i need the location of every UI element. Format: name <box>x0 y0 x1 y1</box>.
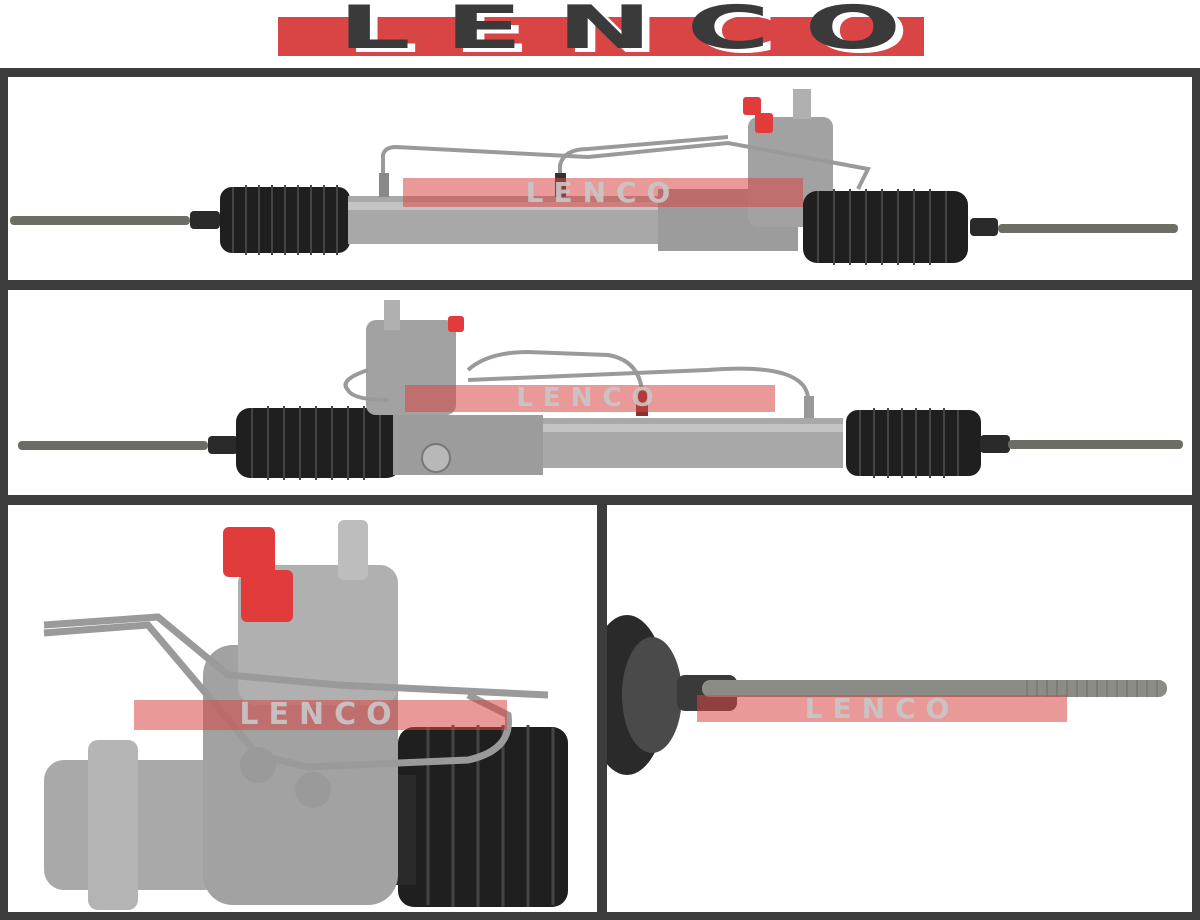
brand-logo: LENCO <box>278 0 924 63</box>
panel-detail-tie-rod: LENCO <box>607 505 1192 912</box>
watermark: LENCO <box>697 695 1067 723</box>
image-frame: LENCO <box>0 68 1200 920</box>
watermark: LENCO <box>134 700 507 730</box>
panel-full-view-rear: LENCO <box>8 290 1192 495</box>
watermark: LENCO <box>403 178 803 207</box>
brand-logo-text: LENCO <box>338 0 936 63</box>
panel-full-view-top: LENCO <box>8 77 1192 280</box>
pinion-housing-illustration <box>43 520 568 910</box>
tie-rod-illustration <box>607 615 1167 775</box>
brand-logo-bar <box>278 17 924 56</box>
panel-detail-pinion: LENCO <box>8 505 597 912</box>
watermark: LENCO <box>405 385 775 412</box>
